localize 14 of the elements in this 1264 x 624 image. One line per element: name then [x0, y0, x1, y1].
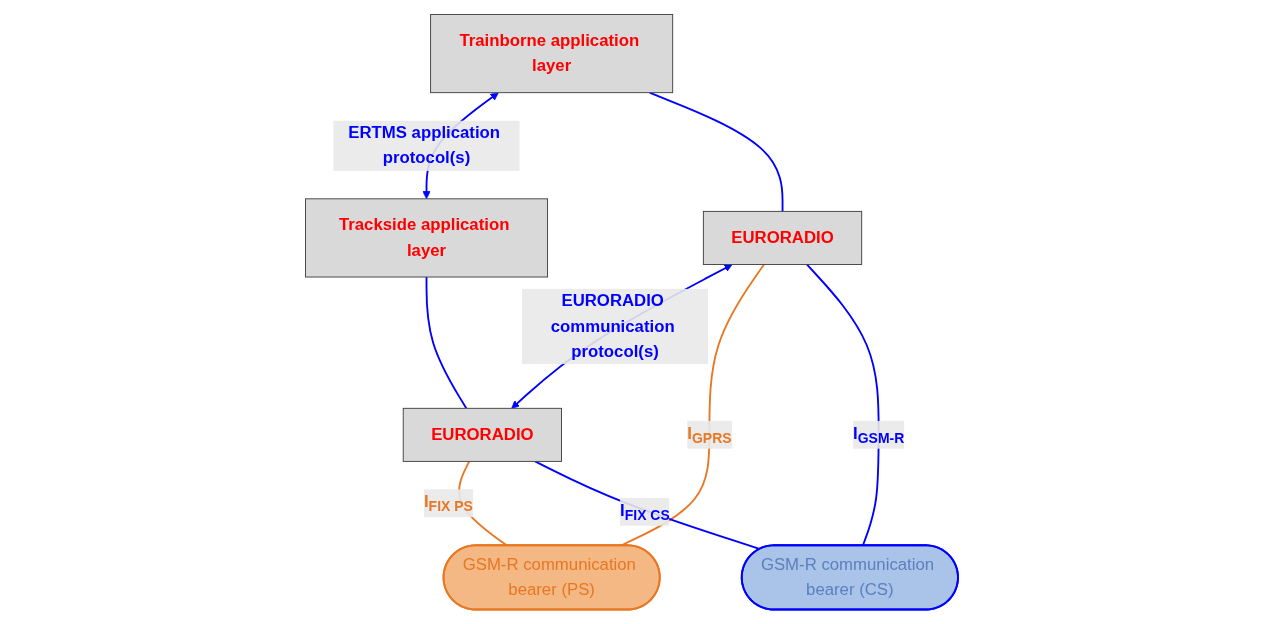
connector [619, 263, 766, 547]
node-box: EURORADIO [703, 210, 863, 265]
edge-label: I$_{FIX CS}$ [620, 500, 671, 523]
connector [648, 91, 784, 213]
edge-label: I$_{GSM-R}$ [853, 423, 905, 446]
connector [425, 276, 468, 410]
connector [806, 263, 880, 547]
edge-label: I$_{FIX PS}$ [424, 492, 474, 515]
edge-label: ERTMS application protocol(s) [348, 123, 501, 168]
node-box: EURORADIO [403, 407, 563, 462]
edge-label: I$_{GPRS}$ [687, 423, 732, 446]
node-box: Trainborne application layer [430, 14, 674, 94]
node-box: Trackside application layer [305, 198, 549, 278]
edge-label: EURORADIO communication protocol(s) [551, 291, 675, 361]
